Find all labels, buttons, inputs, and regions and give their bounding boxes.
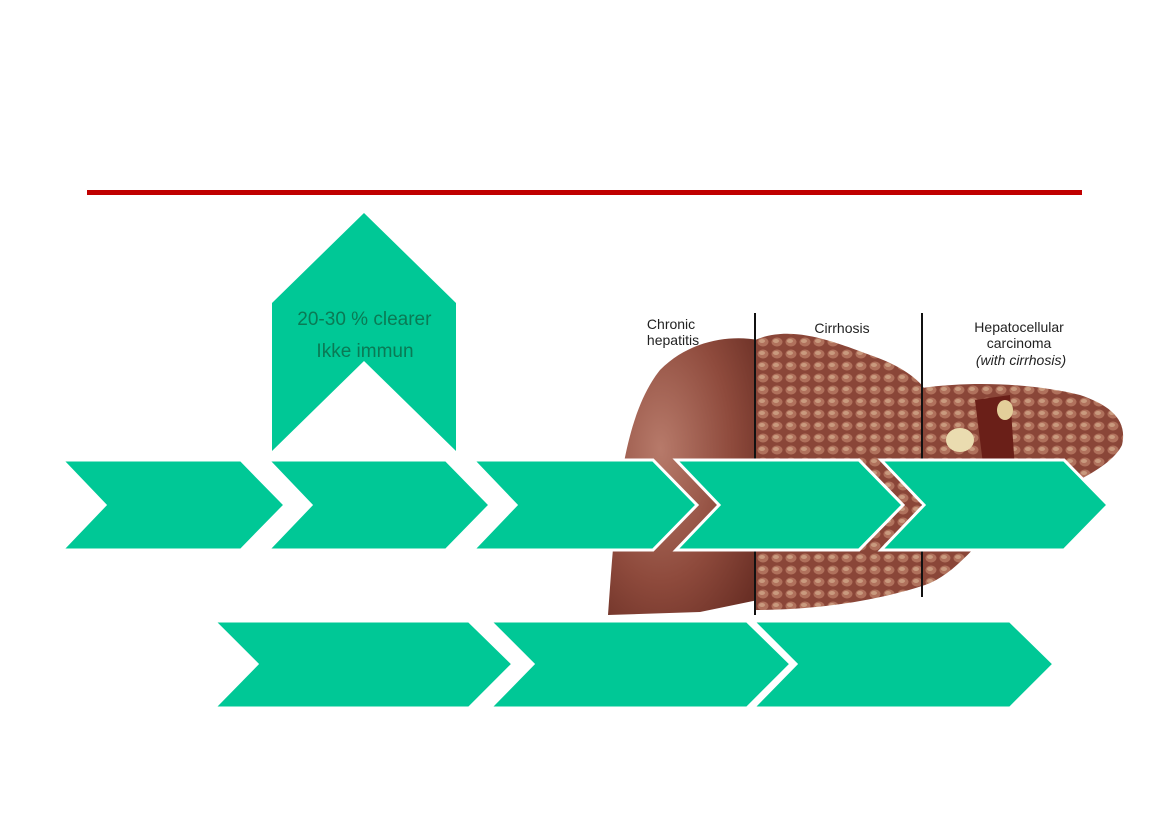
- chevron-step-3: [469, 458, 700, 552]
- chevron-row2-step-2: [486, 619, 794, 710]
- chevron-step-2: [264, 458, 493, 552]
- chevron-step-5: [877, 458, 1111, 552]
- chevron-row2-step-1: [210, 619, 516, 710]
- label-chronic-hepatitis: Chronic hepatitis: [647, 316, 699, 348]
- chevron-step-4: [672, 458, 906, 552]
- label-hepatocellular-carcinoma: Hepatocellular carcinoma (with cirrhosis…: [974, 319, 1067, 368]
- chevron-row2-step-3: [749, 619, 1057, 710]
- chevron-row-2: [210, 619, 1057, 710]
- chevron-row-1: [58, 458, 1111, 552]
- label-cirrhosis: Cirrhosis: [814, 320, 869, 336]
- chevron-step-1: [58, 458, 288, 552]
- up-chevron: 20-30 % clearer Ikke immun: [272, 213, 456, 451]
- title-divider-line: [87, 190, 1082, 195]
- up-chevron-text: 20-30 % clearer Ikke immun: [297, 309, 436, 362]
